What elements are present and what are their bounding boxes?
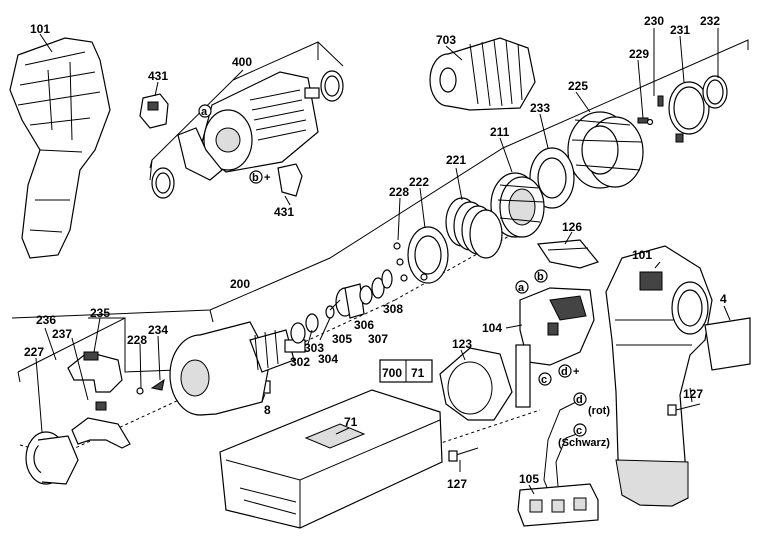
label-123: 123 <box>452 337 472 351</box>
label-700: 700 <box>382 366 402 380</box>
small-pins <box>637 95 684 143</box>
keyless-chuck <box>429 37 536 111</box>
label-101-left: 101 <box>30 22 50 36</box>
label-400: 400 <box>232 55 252 69</box>
label-234: 234 <box>148 323 168 337</box>
brush-holder-upper <box>139 93 169 129</box>
wire-harness <box>517 399 599 527</box>
label-4: 4 <box>720 292 727 306</box>
label-126: 126 <box>562 220 582 234</box>
tool-housing-right <box>605 245 713 507</box>
ring-gear <box>490 172 545 238</box>
label-431-lower: 431 <box>274 205 294 219</box>
label-211: 211 <box>490 125 510 139</box>
wire-note-red: (rot) <box>588 405 610 417</box>
label-200: 200 <box>230 277 250 291</box>
housing-half-left <box>9 37 111 259</box>
callout-d-switch: d <box>561 366 568 378</box>
label-307: 307 <box>368 332 388 346</box>
callout-c-switch: c <box>541 374 547 386</box>
label-225: 225 <box>568 79 588 93</box>
callout-b-motor: b <box>252 172 259 184</box>
label-127-lower: 127 <box>447 477 467 491</box>
label-230: 230 <box>644 14 664 28</box>
label-232: 232 <box>700 14 720 28</box>
part-number-labels: 101 703 230 232 229 231 400 431 431 233 … <box>24 14 727 491</box>
switch-cover <box>536 239 600 269</box>
label-303: 303 <box>304 341 324 355</box>
label-302: 302 <box>290 355 310 369</box>
switch-104 <box>515 287 595 408</box>
planetary-gearbox <box>169 321 306 416</box>
label-306: 306 <box>354 318 374 332</box>
label-304: 304 <box>318 352 338 366</box>
callout-plus-switch: + <box>573 366 579 378</box>
callout-circles <box>198 104 587 437</box>
wire-note-black: (Schwarz) <box>558 437 610 449</box>
label-229: 229 <box>629 47 649 61</box>
disk-222 <box>393 226 449 284</box>
callout-c-wire: c <box>576 425 582 437</box>
label-101-right: 101 <box>632 248 652 262</box>
carry-case <box>219 389 443 529</box>
callout-a-motor: a <box>201 106 208 118</box>
label-233: 233 <box>530 101 550 115</box>
label-228-upper: 228 <box>389 185 409 199</box>
leader-lines <box>35 28 731 495</box>
label-222: 222 <box>409 175 429 189</box>
motor-assembly <box>151 70 344 199</box>
torque-adjusting-ring <box>567 111 644 189</box>
label-236: 236 <box>36 313 56 327</box>
gearbox-cover <box>439 347 513 421</box>
battery-pack-4 <box>704 317 751 371</box>
label-231: 231 <box>670 23 690 37</box>
clutch-pieces <box>25 351 165 485</box>
callout-a-switch: a <box>518 282 525 294</box>
label-8: 8 <box>264 403 271 417</box>
washers-right <box>668 75 728 135</box>
callout-d-wire: d <box>576 394 583 406</box>
spring-221 <box>445 197 503 259</box>
label-237: 237 <box>52 327 72 341</box>
label-431-upper: 431 <box>148 69 168 83</box>
kit-label-box <box>379 359 433 383</box>
label-221: 221 <box>446 153 466 167</box>
label-305: 305 <box>332 332 352 346</box>
label-105: 105 <box>519 472 539 486</box>
label-127-right: 127 <box>683 387 703 401</box>
label-71-box: 71 <box>411 366 425 380</box>
callout-plus-motor: + <box>264 172 270 184</box>
callout-b-switch: b <box>537 271 544 283</box>
label-104: 104 <box>482 321 502 335</box>
label-703: 703 <box>436 33 456 47</box>
label-235: 235 <box>90 306 110 320</box>
label-308: 308 <box>383 302 403 316</box>
label-228-lower: 228 <box>127 333 147 347</box>
callout-letters: a b + a b c d + d c (rot) (Schwarz) <box>201 106 610 449</box>
rings-302-308 <box>290 269 393 344</box>
label-227: 227 <box>24 345 44 359</box>
label-71-case: 71 <box>344 415 358 429</box>
